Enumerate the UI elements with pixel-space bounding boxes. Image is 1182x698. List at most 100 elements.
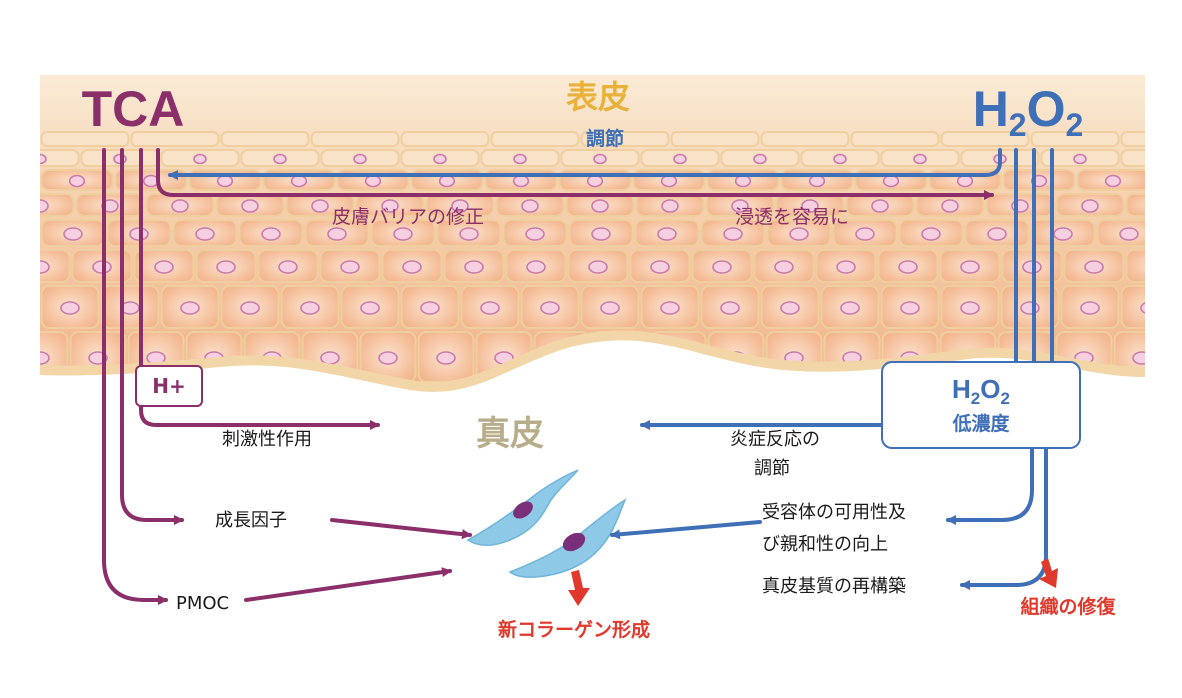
cell-nucleus <box>180 301 200 315</box>
cell-nucleus <box>171 199 189 213</box>
fibroblast-nucleus <box>513 501 533 519</box>
cell-nucleus <box>1081 199 1099 213</box>
low-concentration-box: H2O2 低濃度 <box>881 361 1081 449</box>
cell-nucleus <box>871 199 889 213</box>
new-collagen-label: 新コラーゲン形成 <box>498 618 650 641</box>
h2o2-arrow-receptor <box>946 446 1034 525</box>
tca-arrows <box>102 148 994 605</box>
cell-nucleus <box>734 174 752 188</box>
cell-nucleus <box>521 199 539 213</box>
cell-nucleus <box>1132 351 1145 365</box>
cell-nucleus <box>381 199 399 213</box>
cell-nucleus <box>591 227 611 241</box>
regulation-top-label: 調節 <box>586 127 624 150</box>
cell-nucleus <box>402 260 422 274</box>
tca-arrow-growth <box>120 148 184 525</box>
cell-nucleus <box>1119 227 1139 241</box>
cell-nucleus <box>364 174 382 188</box>
cell-nucleus <box>657 227 677 241</box>
cell-nucleus <box>63 227 83 241</box>
cell-nucleus <box>340 260 360 274</box>
collagen-arrow <box>568 570 590 606</box>
cell-nucleus <box>960 301 980 315</box>
inflammation-label-2: 調節 <box>754 458 790 479</box>
cell-nucleus <box>987 227 1007 241</box>
cell-nucleus <box>1140 301 1145 315</box>
growth-factor-label: 成長因子 <box>215 510 287 531</box>
cell-nucleus <box>898 260 918 274</box>
cell-nucleus <box>1073 153 1087 165</box>
cell-nucleus <box>650 260 670 274</box>
cell-nucleus <box>1084 260 1104 274</box>
epidermis-label: 表皮 <box>566 78 630 116</box>
cell-nucleus <box>273 153 287 165</box>
cell-nucleus <box>921 227 941 241</box>
cell-nucleus <box>327 227 347 241</box>
cell-nucleus <box>261 227 281 241</box>
cell-nucleus <box>436 351 456 365</box>
cell-nucleus <box>1080 301 1100 315</box>
cell-nucleus <box>731 199 749 213</box>
h2o2-arrow-regulation <box>168 148 1002 180</box>
cell-nucleus <box>774 260 794 274</box>
easy-penetration-label: 浸透を容易に <box>735 206 849 228</box>
skin-cell <box>1120 131 1145 147</box>
cell-nucleus <box>591 199 609 213</box>
cell-nucleus <box>833 153 847 165</box>
cell-nucleus <box>512 174 530 188</box>
cell-nucleus <box>240 301 260 315</box>
cell-nucleus <box>393 227 413 241</box>
cell-nucleus <box>433 153 447 165</box>
cell-nucleus <box>438 174 456 188</box>
receptor-label-2: び親和性の向上 <box>762 534 888 555</box>
cell-nucleus <box>720 301 740 315</box>
tissue-repair-label: 組織の修復 <box>1020 595 1116 618</box>
cell-nucleus <box>40 260 50 274</box>
skin-cell <box>1120 285 1145 329</box>
cell-nucleus <box>68 174 86 188</box>
cell-nucleus <box>311 199 329 213</box>
skin-cell <box>40 149 80 167</box>
cell-nucleus <box>525 227 545 241</box>
cell-nucleus <box>60 301 80 315</box>
cell-nucleus <box>154 260 174 274</box>
skin-cell <box>40 249 71 283</box>
cell-nucleus <box>600 301 620 315</box>
cell-nucleus <box>195 227 215 241</box>
h-plus-box: H+ <box>135 365 203 407</box>
receptor-to-fibroblast-arrow <box>610 520 762 540</box>
basement-membrane <box>39 330 1146 392</box>
fibroblast-nucleus <box>562 532 586 552</box>
pmoc-label: PMOC <box>176 593 229 614</box>
low-concentration-label: 低濃度 <box>951 412 1010 435</box>
tca-arrow-barrier <box>156 148 994 200</box>
h2o2-arrows <box>168 148 1054 590</box>
cell-nucleus <box>320 351 340 365</box>
cell-nucleus <box>882 174 900 188</box>
cell-nucleus <box>459 227 479 241</box>
h2o2-title: H2O2 <box>973 81 1084 143</box>
pmoc-to-fibroblast-arrow <box>244 567 452 602</box>
cell-nucleus <box>855 227 875 241</box>
cell-nucleus <box>941 199 959 213</box>
cell-nucleus <box>353 153 367 165</box>
cell-nucleus <box>1053 227 1073 241</box>
cell-nucleus <box>1152 200 1168 212</box>
cell-nucleus <box>753 153 767 165</box>
cell-nucleus <box>586 174 604 188</box>
h2o2-arrow-matrix <box>960 446 1048 590</box>
cell-nucleus <box>300 301 320 315</box>
cell-nucleus <box>712 260 732 274</box>
cell-nucleus <box>278 260 298 274</box>
low-concentration-formula: H2O2 <box>952 374 1010 408</box>
cell-nucleus <box>451 199 469 213</box>
h-plus-label: H+ <box>152 374 186 398</box>
cell-nucleus <box>241 199 259 213</box>
cell-nucleus <box>290 174 308 188</box>
skin-cell <box>490 131 580 147</box>
skin-cell <box>130 131 220 147</box>
cell-nucleus <box>513 153 527 165</box>
cell-nucleus <box>661 199 679 213</box>
cell-nucleus <box>40 153 47 165</box>
